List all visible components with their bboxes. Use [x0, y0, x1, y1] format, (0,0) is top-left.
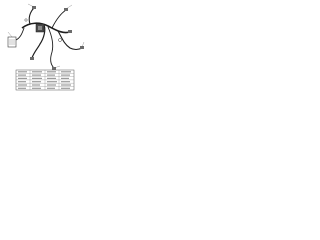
connector — [30, 57, 34, 60]
junction-block — [35, 23, 45, 33]
harness-branch-left — [28, 7, 35, 25]
control-module — [7, 36, 17, 48]
main-harness — [15, 7, 83, 69]
connector — [80, 46, 84, 49]
connectors — [24, 6, 84, 70]
harness-branch-right — [57, 30, 83, 51]
connector — [52, 67, 56, 70]
harness-branch-left-low — [15, 27, 25, 41]
connector — [32, 6, 36, 9]
parts-legend-table — [15, 69, 75, 91]
connector — [64, 8, 68, 11]
connector — [68, 30, 72, 33]
harness-branch-upper-right — [51, 9, 67, 29]
wiring-harness-diagram — [7, 3, 85, 91]
harness-branch-lower — [47, 26, 55, 69]
callout-leaders — [7, 3, 85, 69]
grommet — [58, 38, 62, 42]
grommet — [24, 18, 28, 22]
harness-branch-center — [31, 24, 46, 59]
harness-trunk — [21, 22, 71, 34]
parts-diagram-page — [0, 0, 88, 93]
